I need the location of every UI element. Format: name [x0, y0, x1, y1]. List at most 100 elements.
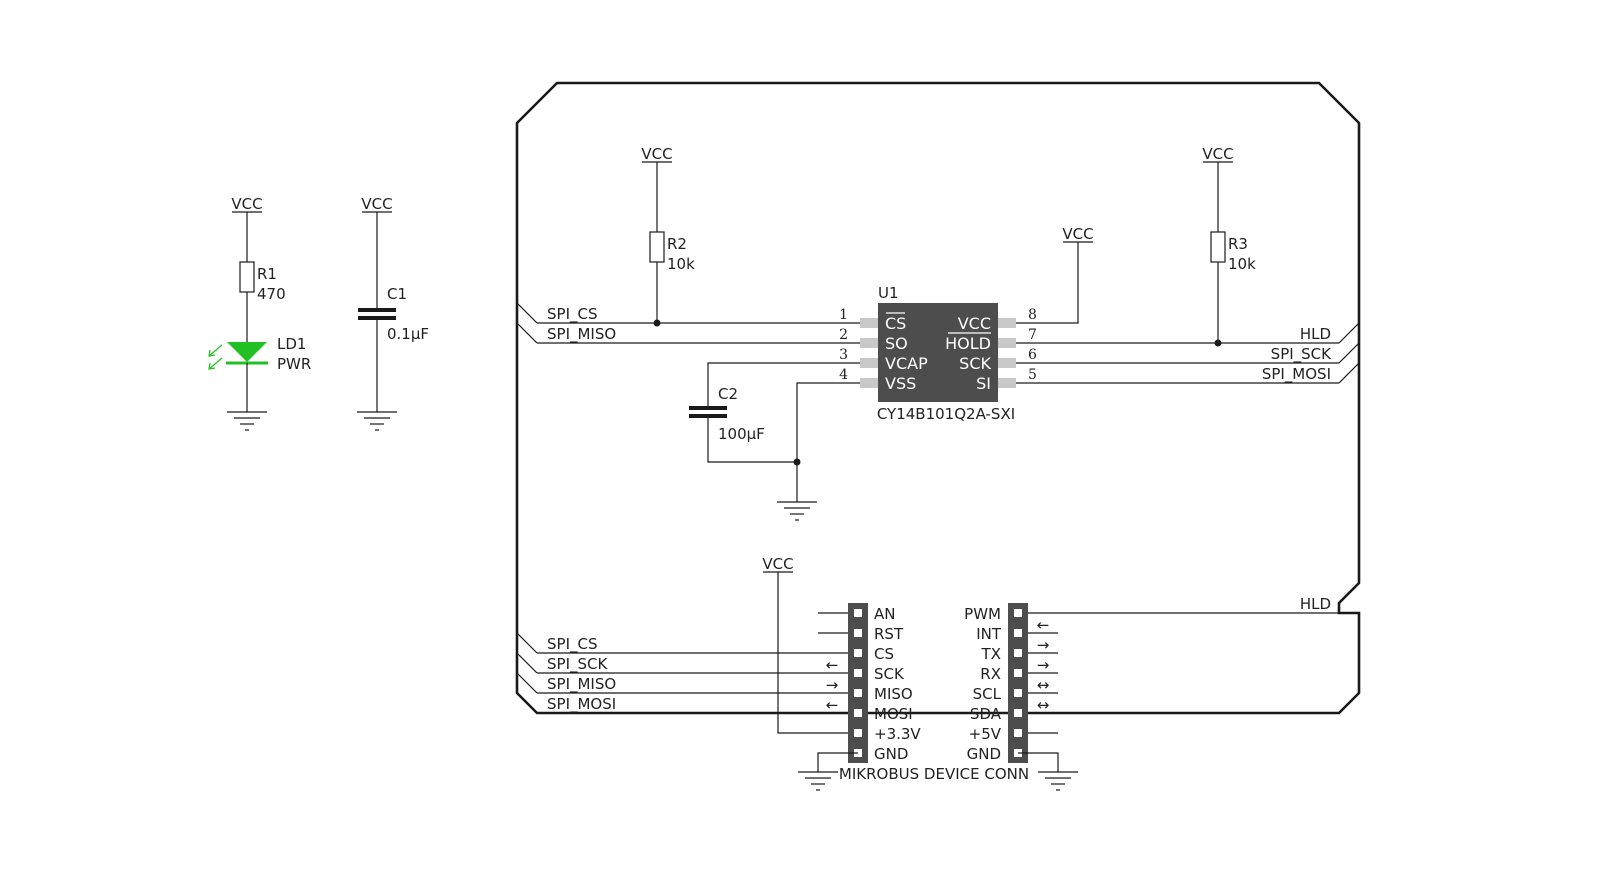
- r1-resistor: [239, 261, 255, 293]
- u1-part-number: CY14B101Q2A-SXI: [877, 405, 1015, 423]
- r3-resistor: [1210, 231, 1226, 263]
- u1-pin-number-4: 4: [839, 367, 848, 383]
- u1-pad-so: [860, 338, 878, 348]
- mikrobus-pin-hole-left-an: [854, 609, 862, 617]
- wire-bus-spi-sck-entry: [516, 652, 538, 674]
- mikrobus-pin-hole-left-miso: [854, 689, 862, 697]
- mikrobus-label-left-cs: CS: [874, 645, 894, 663]
- net-label-spi-mosi: SPI_MOSI: [1262, 365, 1331, 384]
- arrow-icon-left-sck: ←: [826, 656, 839, 674]
- mikrobus-pin-hole-right-sda: [1014, 709, 1022, 717]
- net-label-spi-cs: SPI_CS: [547, 305, 598, 324]
- arrow-icon-right-scl: ↔: [1037, 676, 1050, 694]
- u1-pad-si: [998, 378, 1016, 388]
- r2-resistor: [649, 231, 665, 263]
- u1-pin-label-hold: HOLD: [945, 334, 991, 353]
- mikrobus-label-left-an: AN: [874, 605, 895, 623]
- bus-net-label-hld: HLD: [1300, 595, 1331, 613]
- mikrobus-label-right-scl: SCL: [973, 685, 1002, 703]
- arrow-icon-left-miso: →: [826, 676, 839, 694]
- wire-hld-exit: [1338, 322, 1360, 344]
- mikrobus-pin-hole-right-rx: [1014, 669, 1022, 677]
- wire-spi-mosi-exit: [1338, 362, 1360, 384]
- u1-pad-sck: [998, 358, 1016, 368]
- u1-pin-label-si: SI: [976, 374, 991, 393]
- mikrobus-connector-label: MIKROBUS DEVICE CONN: [839, 765, 1029, 783]
- mikrobus-pin-hole-right-pwm: [1014, 609, 1022, 617]
- wire-spi-cs-entry: [516, 302, 538, 324]
- u1-pin-number-1: 1: [839, 307, 848, 323]
- mikrobus-label-right-pwm: PWM: [964, 605, 1001, 623]
- mikrobus-pin-hole-right-tx: [1014, 649, 1022, 657]
- r1-value: 470: [257, 285, 286, 303]
- wire-spi-sck-exit: [1338, 342, 1360, 364]
- r2-ref: R2: [667, 235, 687, 253]
- mikrobus-pin-hole-left-cs: [854, 649, 862, 657]
- mikrobus-label-left-gnd: GND: [874, 745, 908, 763]
- mikrobus-label-right-sda: SDA: [970, 705, 1002, 723]
- vcc-label-c1: VCC: [361, 195, 392, 213]
- wire-vss: [796, 382, 860, 502]
- bus-net-label-spi-mosi: SPI_MOSI: [547, 695, 616, 714]
- ground-icon-mikrobus-left: [798, 771, 838, 791]
- vcc-label-mikrobus: VCC: [762, 555, 793, 573]
- vcc-label-led: VCC: [231, 195, 262, 213]
- mikrobus-pins: AN RST CS SPI_CS SCK SPI_SCK ← MISO SPI_MISO → MOS…: [516, 595, 1339, 763]
- r1-ref: R1: [257, 265, 277, 283]
- ground-icon-u1: [777, 501, 817, 521]
- u1-pin-number-5: 5: [1028, 367, 1037, 383]
- wire-gnd-right: [1018, 752, 1059, 772]
- ld1-emission-arrows-icon: [208, 344, 223, 370]
- u1-pad-vcc: [998, 318, 1016, 328]
- u1-pin-label-cs: CS: [885, 314, 906, 333]
- u1-body: [878, 303, 998, 402]
- u1-pad-hold: [998, 338, 1016, 348]
- mikrobus-label-left-mosi: MOSI: [874, 705, 913, 723]
- c1-circuit: VCC C1 0.1µF: [357, 195, 429, 431]
- mikrobus-label-left-miso: MISO: [874, 685, 913, 703]
- mikrobus-label-right-gnd: GND: [967, 745, 1001, 763]
- u1-pin-number-8: 8: [1028, 307, 1037, 323]
- wire-gnd-left: [817, 752, 858, 772]
- mikrobus-connector: VCC AN RST CS SPI_CS SCK SPI_SCK ← MISO SPI_MISO…: [516, 555, 1339, 791]
- net-label-spi-sck: SPI_SCK: [1271, 345, 1332, 364]
- ground-icon-c1: [357, 411, 397, 431]
- arrow-icon-right-sda: ↔: [1037, 696, 1050, 714]
- mikrobus-label-left-3-3v: +3.3V: [874, 725, 921, 743]
- net-label-spi-miso: SPI_MISO: [547, 325, 616, 344]
- led-circuit: VCC R1 470 LD1 PWR: [208, 195, 311, 431]
- arrow-icon-right-tx: →: [1037, 636, 1050, 654]
- mikrobus-label-left-sck: SCK: [874, 665, 905, 683]
- u1-pin-label-vcap: VCAP: [885, 354, 928, 373]
- u1-pin-label-sck: SCK: [959, 354, 991, 373]
- bus-net-label-spi-miso: SPI_MISO: [547, 675, 616, 694]
- u1-pin-number-6: 6: [1028, 347, 1037, 363]
- arrow-icon-right-int: ←: [1037, 616, 1050, 634]
- mikrobus-pin-hole-right-5v: [1014, 729, 1022, 737]
- ld1-ref: LD1: [277, 335, 306, 353]
- arrow-icon-left-mosi: ←: [826, 696, 839, 714]
- r2-circuit: VCC R2 10k: [641, 145, 695, 327]
- wire-bus-spi-miso-entry: [516, 672, 538, 694]
- mikrobus-pin-hole-left-rst: [854, 629, 862, 637]
- net-label-hld: HLD: [1300, 325, 1331, 343]
- u1-pin-number-3: 3: [839, 347, 848, 363]
- bus-net-label-spi-cs: SPI_CS: [547, 635, 598, 654]
- u1-pin-label-vcc: VCC: [958, 314, 991, 333]
- wire-bus-spi-mosi-entry: [516, 692, 538, 714]
- c1-ref: C1: [387, 285, 407, 303]
- mikrobus-label-right-5v: +5V: [969, 725, 1002, 743]
- c2-value: 100µF: [718, 425, 765, 443]
- mikrobus-label-right-rx: RX: [980, 665, 1001, 683]
- c2-circuit: C2 100µF: [689, 362, 860, 521]
- junction-dot-c2: [793, 458, 801, 466]
- mikrobus-pin-hole-left-sck: [854, 669, 862, 677]
- r3-ref: R3: [1228, 235, 1248, 253]
- bus-net-label-spi-sck: SPI_SCK: [547, 655, 608, 674]
- u1-pin-label-vss: VSS: [885, 374, 916, 393]
- ground-icon-led: [227, 411, 267, 431]
- mikrobus-pin-hole-right-int: [1014, 629, 1022, 637]
- u1-pad-cs: [860, 318, 878, 328]
- mikrobus-label-left-rst: RST: [874, 625, 904, 643]
